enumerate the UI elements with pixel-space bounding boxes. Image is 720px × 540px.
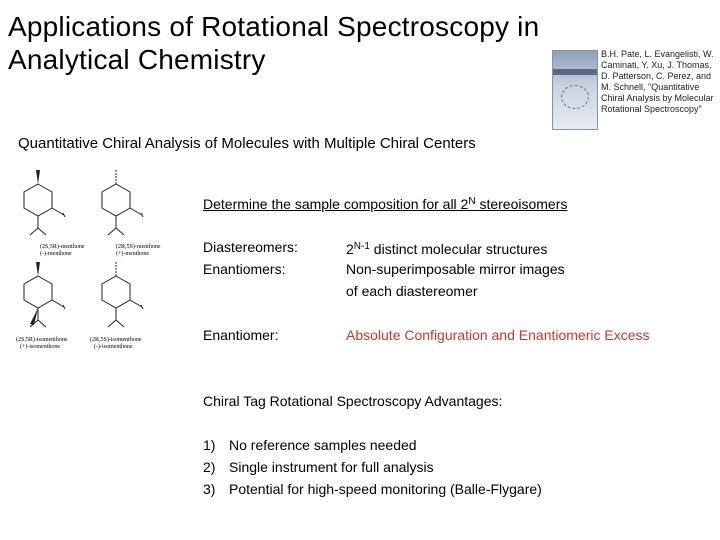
molecule-caption: (2S,5R)-menthone (40, 243, 85, 250)
diastereomers-term: Diastereomers: (203, 239, 298, 255)
molecule-structure: (2R,5S)-isomenthone (-)-isomenthone (90, 262, 144, 350)
book-cover-image (552, 50, 598, 130)
heading-text: Determine the sample composition for all… (203, 196, 469, 212)
diastereomers-tail: distinct molecular structures (369, 241, 548, 257)
list-item: 2) Single instrument for full analysis (203, 456, 542, 478)
list-item: 1) No reference samples needed (203, 434, 542, 456)
enantiomer-definition: Absolute Configuration and Enantiomeric … (346, 327, 650, 343)
enantiomer-term: Enantiomer: (203, 327, 279, 343)
stereoisomer-structures: (2S,5R)-menthone (-)-menthone (2R,5S)-me… (16, 170, 161, 350)
molecule-caption: (+)-menthone (116, 250, 149, 257)
list-number: 2) (203, 459, 216, 475)
molecule-structure: (2S,5R)-menthone (-)-menthone (23, 170, 85, 257)
molecule-structure: (2S,5R)-isomenthone (+)-isomenthone (16, 262, 68, 350)
stereoisomer-heading: Determine the sample composition for all… (203, 196, 567, 212)
list-text: Potential for high-speed monitoring (Bal… (229, 481, 542, 497)
advantages-list: 1) No reference samples needed 2) Single i… (203, 434, 542, 500)
diastereomers-base: 2 (346, 241, 354, 257)
molecule-caption: (2R,5S)-isomenthone (90, 336, 142, 343)
heading-superscript: N (468, 196, 476, 207)
diastereomers-definition: 2N-1 distinct molecular structures (346, 236, 547, 260)
molecule-caption: (-)-menthone (40, 250, 72, 257)
advantages-heading: Chiral Tag Rotational Spectroscopy Advan… (203, 393, 503, 409)
enantiomers-definition-line2: of each diastereomer (346, 283, 478, 299)
molecule-caption: (2R,5S)-menthone (116, 243, 161, 250)
list-item: 3) Potential for high-speed monitoring (B… (203, 478, 542, 500)
list-number: 3) (203, 481, 216, 497)
slide-subtitle: Quantitative Chiral Analysis of Molecule… (18, 135, 476, 152)
molecule-structure: (2R,5S)-menthone (+)-menthone (101, 170, 161, 257)
diastereomers-superscript: N-1 (353, 241, 370, 252)
reference-citation: B.H. Pate, L. Evangelisti, W. Caminati, … (601, 49, 714, 114)
slide-title: Applications of Rotational Spectroscopy … (8, 11, 540, 75)
molecule-caption: (2S,5R)-isomenthone (16, 336, 68, 343)
molecule-caption: (-)-isomenthone (94, 343, 133, 350)
enantiomers-definition-line1: Non-superimposable mirror images (346, 261, 565, 277)
molecule-caption: (+)-isomenthone (20, 343, 60, 350)
book-cover-graphic (561, 85, 589, 109)
list-text: No reference samples needed (229, 437, 417, 453)
heading-tail: stereoisomers (475, 196, 568, 212)
list-text: Single instrument for full analysis (229, 459, 434, 475)
list-number: 1) (203, 437, 216, 453)
enantiomers-term: Enantiomers: (203, 261, 286, 277)
book-cover-band (553, 69, 597, 75)
